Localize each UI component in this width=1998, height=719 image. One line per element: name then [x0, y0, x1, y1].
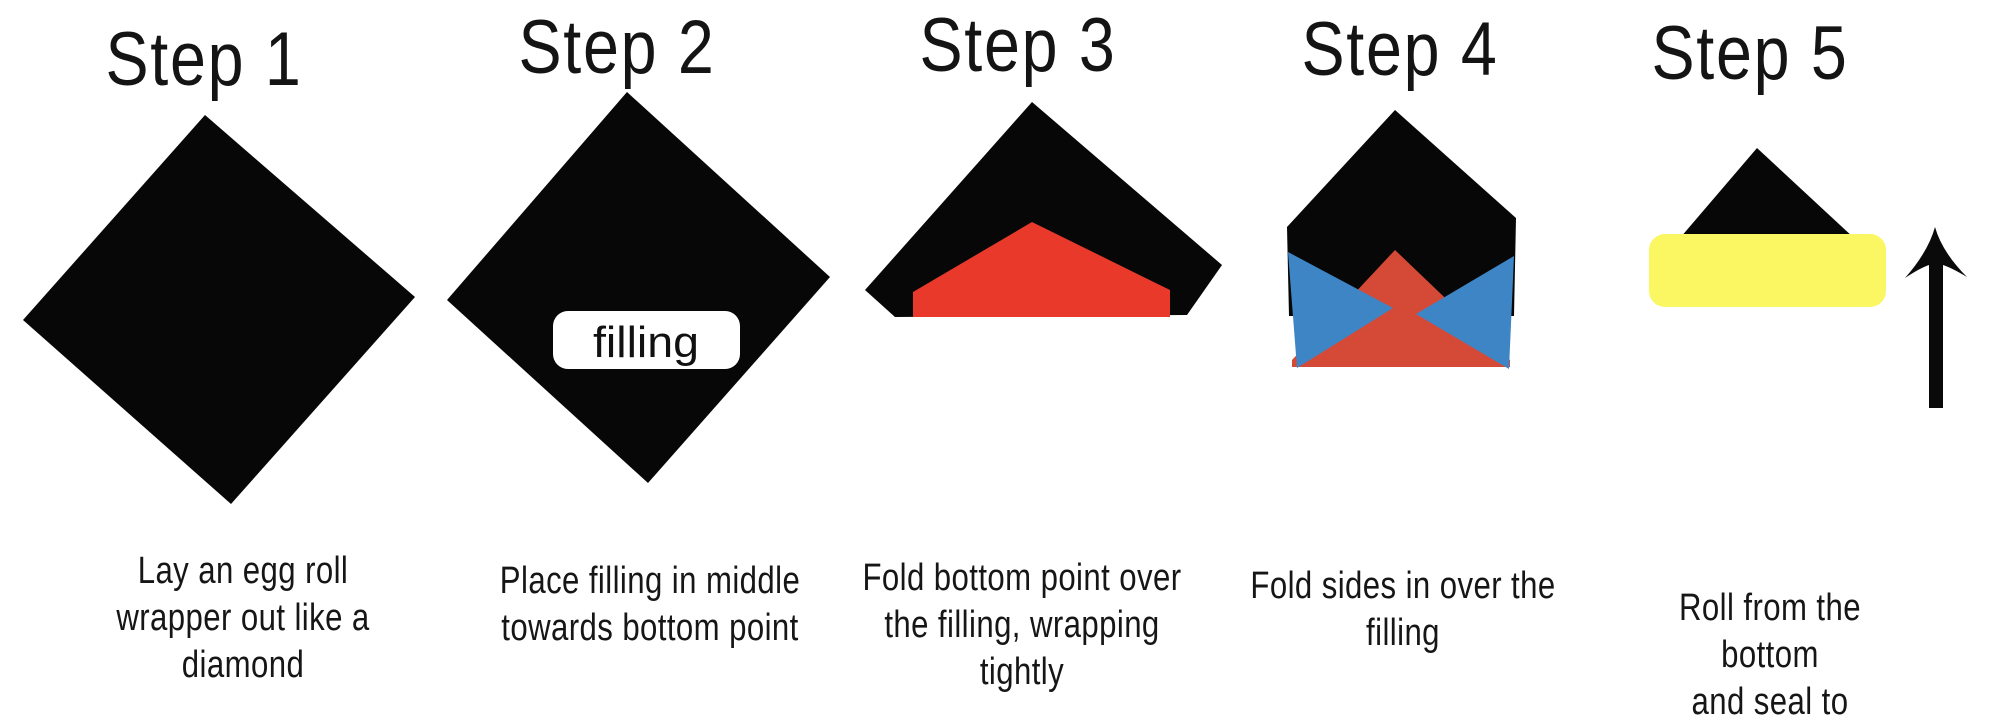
left-side-fold-icon [1288, 252, 1393, 368]
step-5-caption: Roll from the bottom and seal to close [1679, 587, 1861, 719]
step-4-caption: Fold sides in over the filling [1250, 565, 1556, 654]
step-4-figure [1287, 110, 1516, 369]
step-5-figure [1649, 148, 1967, 408]
wrapper-diamond-icon [447, 92, 830, 483]
wrapper-diamond-icon [23, 115, 415, 504]
step-3-title: Step 3 [919, 3, 1117, 88]
wrapper-tip-icon [1680, 148, 1854, 238]
right-side-fold-icon [1416, 256, 1514, 369]
roll-up-arrow-icon [1905, 227, 1967, 408]
step-3-caption: Fold bottom point over the filling, wrap… [862, 557, 1182, 693]
folded-wrapper-icon [865, 102, 1222, 317]
rolled-egg-roll-icon [1649, 234, 1886, 307]
step-5-title: Step 5 [1651, 11, 1849, 96]
step-4-title: Step 4 [1301, 7, 1499, 92]
step-1-figure [23, 115, 415, 504]
filling-label-box [553, 311, 740, 369]
step-1-caption: Lay an egg roll wrapper out like a diamo… [116, 550, 370, 686]
step-2-caption: Place filling in middle towards bottom p… [499, 560, 801, 649]
step-2-title: Step 2 [518, 5, 716, 90]
folded-wrapper-icon [1287, 110, 1516, 316]
step-3-figure [865, 102, 1222, 317]
filling-fold-icon [913, 222, 1170, 317]
step-2-figure: filling [447, 92, 830, 483]
step-1-title: Step 1 [105, 17, 303, 102]
filling-label: filling [593, 318, 699, 367]
filling-fold-icon [1292, 250, 1510, 367]
